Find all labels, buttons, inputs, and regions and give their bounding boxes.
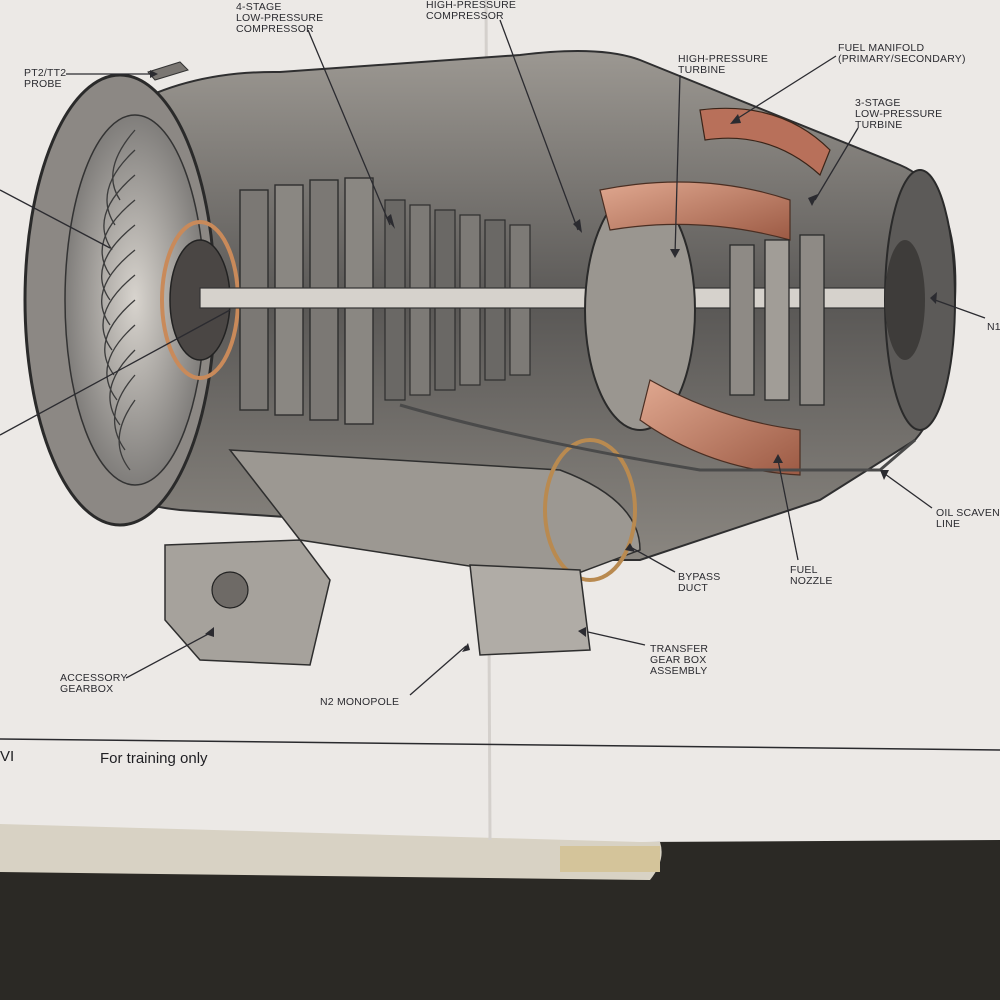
label-probe-line2: PROBE — [24, 78, 62, 90]
leader-accessory-gearbox — [125, 631, 213, 679]
label-lp-compressor-line1: 4-STAGE — [236, 1, 282, 13]
label-hp-compressor-line2: COMPRESSOR — [426, 10, 504, 22]
label-n1: N1 — [987, 321, 1000, 333]
label-hp-turbine-line1: HIGH-PRESSURE — [678, 53, 769, 65]
label-transfer-gearbox-line3: ASSEMBLY — [650, 665, 708, 677]
label-accessory-gearbox-line1: ACCESSORY — [60, 672, 128, 684]
label-transfer-gearbox-line2: GEAR BOX — [650, 654, 707, 666]
label-transfer-gearbox-line1: TRANSFER — [650, 643, 709, 655]
label-fuel-nozzle: FUEL NOZZLE — [790, 565, 833, 587]
transfer-gearbox-shape — [469, 564, 591, 656]
fuel-manifold-ring — [699, 107, 831, 177]
combustor-upper — [599, 181, 791, 241]
oil-scavenge-line-pipe — [399, 403, 916, 472]
exhaust-cone — [885, 240, 925, 360]
label-hp-turbine-line2: TURBINE — [678, 64, 726, 76]
footer-left-fragment: VI — [0, 748, 15, 765]
label-lp-turbine-line3: TURBINE — [855, 119, 903, 131]
leader-lp-compressor — [307, 29, 391, 226]
leader-hp-turbine — [674, 74, 681, 256]
footer-training-note: For training only — [100, 750, 208, 767]
label-fuel-nozzle-line1: FUEL — [790, 564, 818, 576]
leader-hub — [0, 309, 231, 436]
leader-lines — [0, 19, 986, 696]
leader-arrowheads — [150, 70, 937, 652]
fan-blades — [101, 129, 136, 471]
leader-fan — [0, 189, 111, 249]
label-oil-scavenge-line2: LINE — [936, 518, 961, 530]
accessory-gearbox-shape — [164, 539, 331, 666]
leader-transfer-gearbox — [587, 631, 646, 646]
label-probe: PT2/TT2 PROBE — [24, 68, 66, 90]
label-probe-line1: PT2/TT2 — [24, 67, 67, 79]
combustor-lower — [639, 379, 801, 476]
leader-n1 — [934, 299, 986, 319]
label-n2-monopole: N2 MONOPOLE — [320, 696, 400, 708]
label-hp-turbine: HIGH-PRESSURE TURBINE — [678, 54, 768, 76]
label-hp-compressor: HIGH-PRESSURE COMPRESSOR — [426, 0, 516, 22]
leader-lp-turbine — [814, 127, 859, 201]
bypass-duct-flange — [543, 438, 637, 582]
label-transfer-gearbox: TRANSFER GEAR BOX ASSEMBLY — [650, 644, 708, 677]
main-shaft — [199, 287, 941, 309]
label-lp-turbine-line1: 3-STAGE — [855, 97, 901, 109]
leader-n2-monopole — [409, 645, 467, 696]
label-bypass-duct: BYPASS DUCT — [678, 572, 720, 594]
label-accessory-gearbox-line2: GEARBOX — [60, 683, 114, 695]
leader-fuel-nozzle — [777, 459, 799, 561]
label-bypass-duct-line2: DUCT — [678, 582, 708, 594]
leader-hp-compressor — [499, 19, 579, 231]
label-oil-scavenge: OIL SCAVEN LINE — [936, 508, 1000, 530]
label-hp-compressor-line1: HIGH-PRESSURE — [426, 0, 517, 11]
label-lp-compressor-line3: COMPRESSOR — [236, 23, 314, 35]
probe-shape — [147, 61, 189, 81]
leader-bypass-duct — [631, 547, 676, 573]
leader-fuel-manifold — [734, 55, 837, 121]
label-fuel-manifold-line2: (PRIMARY/SECONDARY) — [838, 53, 966, 65]
label-bypass-duct-line1: BYPASS — [678, 571, 721, 583]
book-tab — [560, 846, 660, 872]
book-edge — [0, 822, 662, 880]
label-fuel-nozzle-line2: NOZZLE — [790, 575, 833, 587]
label-oil-scavenge-line1: OIL SCAVEN — [936, 507, 1000, 519]
gearbox-pad — [211, 571, 249, 609]
label-lp-compressor-line2: LOW-PRESSURE — [236, 12, 324, 24]
footer-rule — [0, 738, 1000, 751]
label-lp-turbine: 3-STAGE LOW-PRESSURE TURBINE — [855, 98, 942, 131]
bypass-duct-shape — [228, 449, 641, 581]
engine-body — [23, 50, 957, 666]
label-fuel-manifold: FUEL MANIFOLD (PRIMARY/SECONDARY) — [838, 43, 966, 65]
label-lp-turbine-line2: LOW-PRESSURE — [855, 108, 943, 120]
leader-oil-scavenge — [884, 473, 933, 509]
lp-turbine-stages — [729, 234, 825, 406]
label-accessory-gearbox: ACCESSORY GEARBOX — [60, 673, 128, 695]
label-fuel-manifold-line1: FUEL MANIFOLD — [838, 42, 925, 54]
label-lp-compressor: 4-STAGE LOW-PRESSURE COMPRESSOR — [236, 2, 323, 35]
